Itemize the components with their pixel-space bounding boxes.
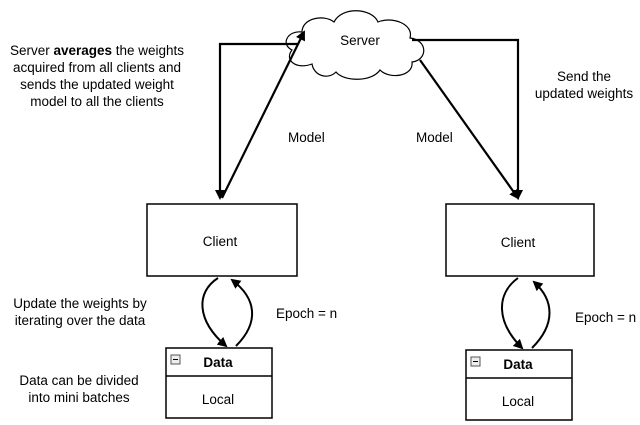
server-average-note: Server averages the weights acquired fro… bbox=[2, 42, 192, 110]
batch-note-line1: Data can be divided bbox=[19, 373, 139, 388]
update-note-line1: Update the weights by bbox=[13, 296, 147, 311]
send-note-line2: updated weights bbox=[534, 86, 634, 101]
client-right-box bbox=[445, 203, 595, 277]
client-right-label: Client bbox=[501, 235, 536, 250]
data-right-title: Data bbox=[503, 357, 533, 372]
left-epoch-label: Epoch = n bbox=[276, 306, 337, 321]
client-left-box bbox=[146, 203, 298, 277]
right-local-loop: Epoch = n bbox=[501, 277, 636, 350]
right-model-label: Model bbox=[416, 130, 453, 145]
server-note-line3: sends the updated weight bbox=[20, 77, 174, 92]
send-note-line1: Send the bbox=[556, 69, 612, 84]
update-weights-note: Update the weights by iterating over the… bbox=[2, 295, 158, 329]
server-node: Server bbox=[285, 10, 425, 80]
data-left: Data Local bbox=[165, 347, 273, 419]
send-updated-weights-note: Send the updated weights bbox=[528, 68, 640, 102]
update-note-line2: iterating over the data bbox=[14, 313, 146, 328]
left-update-arrow bbox=[221, 30, 305, 199]
left-local-loop: Epoch = n bbox=[201, 277, 337, 348]
server-cloud-shape bbox=[285, 10, 425, 80]
left-loop-up-arrow bbox=[230, 278, 253, 347]
right-loop-down-arrow bbox=[501, 277, 524, 350]
mini-batches-note: Data can be divided into mini batches bbox=[4, 372, 154, 406]
left-loop-down-arrow bbox=[201, 277, 228, 348]
right-loop-up-arrow bbox=[531, 280, 551, 349]
right-update-arrow-segment bbox=[419, 59, 520, 200]
data-left-body: Local bbox=[202, 392, 234, 407]
server-label: Server bbox=[340, 33, 380, 48]
right-exchange-arrows: Model bbox=[412, 38, 523, 200]
right-epoch-label: Epoch = n bbox=[575, 310, 636, 325]
server-note-line1: Server averages the weights bbox=[9, 43, 185, 58]
server-note-line4: model to all the clients bbox=[30, 94, 164, 109]
client-right: Client bbox=[445, 203, 595, 277]
data-right: Data Local bbox=[465, 349, 573, 421]
client-left-label: Client bbox=[203, 234, 238, 249]
data-right-body: Local bbox=[502, 394, 534, 409]
server-note-line2: acquired from all clients and bbox=[12, 60, 182, 75]
left-model-label: Model bbox=[288, 130, 325, 145]
left-exchange-arrows: Model bbox=[215, 30, 325, 200]
client-left: Client bbox=[146, 203, 298, 277]
data-right-box bbox=[465, 349, 573, 421]
data-left-title: Data bbox=[203, 355, 233, 370]
batch-note-line2: into mini batches bbox=[28, 390, 130, 405]
data-left-box bbox=[165, 347, 273, 419]
right-model-arrow bbox=[412, 38, 523, 200]
left-model-arrow bbox=[215, 42, 298, 200]
